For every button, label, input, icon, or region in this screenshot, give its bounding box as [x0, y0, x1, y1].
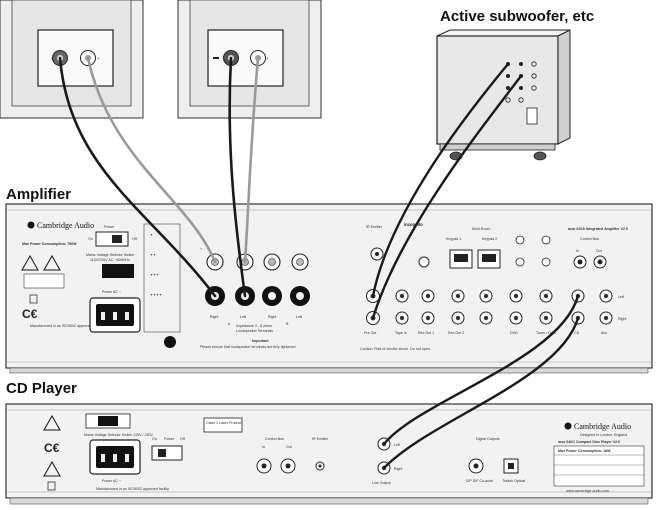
amp-rca-right: Right	[618, 317, 626, 321]
cd-player-panel: C€ Mains Voltage Selector Switch 115V / …	[5, 403, 653, 505]
svg-text:–: –	[51, 56, 54, 61]
cables	[58, 56, 580, 470]
amp-rec-out-1: Rec Out 1	[418, 331, 434, 335]
amp-caution: Caution: Risk of electric shock. Do not …	[360, 347, 431, 351]
amplifier-panel: Cambridge Audio Max Power Consumption: 7…	[5, 203, 653, 374]
svg-text:✦: ✦	[150, 233, 154, 237]
amp-off-label: Off	[132, 237, 137, 241]
cd-control-bus: Control Bus	[265, 437, 284, 441]
amp-keypad2: Keypad 2	[482, 237, 497, 241]
cd-model: azur 640C Compact Disc Player V2.0	[558, 440, 620, 444]
amp-voltage-switch: Mains Voltage Selector Switch	[86, 253, 134, 257]
amp-on-label: On	[88, 237, 93, 241]
cable-cd-left	[382, 294, 580, 446]
cable-left-speaker-positive	[86, 56, 217, 264]
amp-manufactured: Manufactured in an ISO9002 approved faci…	[30, 324, 103, 328]
svg-text:C€: C€	[44, 441, 60, 455]
cable-right-speaker-positive	[243, 56, 260, 264]
cable-cd-right	[382, 316, 580, 470]
amp-right-label: Right	[210, 315, 218, 319]
amp-impedance: Impedance 4 - 8 ohms	[236, 324, 272, 328]
amp-voltage-values: 115V/230V AC ~50/60Hz	[90, 258, 130, 262]
speaker-right: +	[177, 0, 322, 119]
cd-power-label: Power	[164, 437, 175, 441]
cd-left-label: Left	[394, 443, 400, 447]
amp-aux: Aux	[601, 331, 607, 335]
cd-manufactured: Manufactured in an ISO9002 approved faci…	[96, 487, 169, 491]
cd-right-label: Right	[394, 467, 402, 471]
cd-designed: Designed in London, England	[580, 433, 627, 437]
cd-cb-in: In	[262, 445, 265, 449]
cable-left-speaker-negative	[58, 56, 217, 298]
cd-max-power: Max Power Consumption: 18W	[558, 449, 611, 453]
svg-text:+: +	[266, 56, 269, 61]
amp-ir-emitter: IR Emitter	[366, 225, 383, 229]
amp-rec-out-2: Rec Out 2	[448, 331, 464, 335]
amp-incognito: incognito	[404, 222, 423, 227]
cd-laser-label: Class 1 Laser Product	[206, 421, 241, 425]
cd-cb-out: Out	[286, 445, 292, 449]
heading-amplifier: Amplifier	[6, 186, 72, 203]
cable-sub-left	[371, 62, 510, 298]
cd-line-output: Line Output	[372, 481, 391, 485]
amp-keypad1: Keypad 1	[446, 237, 461, 241]
cd-optical: Toslink Optical	[502, 479, 525, 483]
speaker-left: – +	[0, 0, 144, 119]
amp-cb-in: In	[576, 249, 579, 253]
amp-multi-room: Multi-Room	[472, 227, 490, 231]
cd-voltage-switch: Mains Voltage Selector Switch 115V / 230…	[84, 433, 153, 437]
amp-tuner: Tuner / DAB	[536, 331, 556, 335]
cable-sub-right	[371, 74, 523, 320]
cd-website: www.cambridge-audio.com	[566, 489, 609, 493]
subwoofer	[436, 29, 571, 161]
amp-power-ac: Power AC ~	[102, 290, 121, 294]
cd-coaxial: S/P DIF Co-axial	[466, 479, 493, 483]
heading-subwoofer: Active subwoofer, etc	[440, 8, 595, 25]
svg-text:✦✦: ✦✦	[150, 253, 157, 257]
amp-left-label: Left	[240, 315, 246, 319]
amp-dvd: DVD	[510, 331, 518, 335]
amp-max-power: Max Power Consumption: 750W	[22, 242, 77, 246]
amp-important-title: Important	[252, 339, 269, 343]
amp-rca-inputs	[366, 289, 613, 325]
svg-text:C€: C€	[22, 307, 38, 321]
amp-left-b-label: Left	[296, 315, 302, 319]
amp-cd: CD	[574, 331, 580, 335]
cd-power-ac: Power AC ~	[102, 479, 121, 483]
amp-right-b-label: Right	[268, 315, 276, 319]
svg-text:+: +	[97, 56, 100, 61]
amp-pre-out: Pre Out	[364, 331, 376, 335]
amp-power-label: Power	[104, 225, 115, 229]
amp-a-label: A	[228, 322, 231, 326]
cd-ir-emitter: IR Emitter	[312, 437, 329, 441]
cd-off-label: Off	[180, 437, 185, 441]
cable-right-speaker-negative	[228, 56, 247, 298]
amp-rca-left: Left	[618, 295, 624, 299]
amp-brand: Cambridge Audio	[37, 221, 94, 230]
cd-brand: Cambridge Audio	[574, 422, 631, 431]
amp-speaker-terminals: Loudspeaker Terminals	[236, 329, 273, 333]
cd-on-label: On	[152, 437, 157, 441]
amp-important-text: Please ensure that loudspeaker terminals…	[200, 345, 296, 349]
amp-b-label: B	[286, 322, 289, 326]
amp-cb-out: Out	[596, 249, 602, 253]
heading-cd-player: CD Player	[6, 380, 77, 397]
svg-text:✦✦✦✦: ✦✦✦✦	[150, 293, 163, 297]
svg-text:+: +	[200, 247, 202, 251]
svg-text:✦✦✦: ✦✦✦	[150, 273, 160, 277]
cd-digital-outputs: Digital Outputs	[476, 437, 500, 441]
amp-control-bus: Control Bus	[580, 237, 599, 241]
amp-tape-in: Tape In	[395, 331, 407, 335]
amp-model: azur 640A Integrated Amplifier V2.0	[568, 227, 628, 231]
